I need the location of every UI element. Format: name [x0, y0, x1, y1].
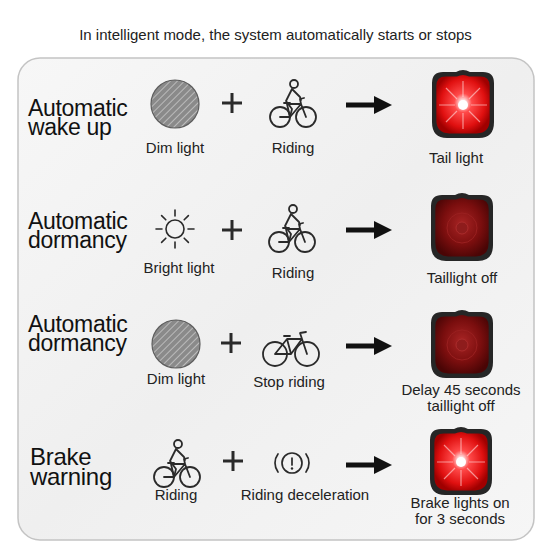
taillight-on [432, 70, 494, 138]
riding-icon [154, 440, 200, 487]
arrow [346, 456, 392, 474]
riding-icon [269, 205, 315, 252]
riding-icon [270, 80, 316, 127]
arrow [346, 96, 392, 114]
caption: Bright light [129, 259, 229, 276]
row-title: Automatic dormancy [28, 212, 140, 250]
plus-sign [222, 93, 242, 113]
dim-light-icon [152, 320, 200, 368]
caption: Riding [253, 139, 333, 156]
brake-warning-icon [275, 453, 309, 473]
caption: Riding deceleration [230, 486, 380, 503]
panel [18, 58, 534, 540]
arrow [346, 337, 392, 355]
caption: Stop riding [239, 373, 339, 390]
title: In intelligent mode, the system automati… [6, 26, 545, 44]
row-title: Automatic wake up [28, 99, 140, 137]
plus-sign [222, 220, 242, 240]
caption: Riding [253, 264, 333, 281]
caption: Dim light [131, 370, 221, 387]
arrow [346, 221, 392, 239]
plus-sign [223, 451, 243, 471]
taillight-off [431, 310, 493, 378]
taillight-on [430, 427, 492, 495]
caption: Dim light [130, 139, 220, 156]
dim-light-icon [151, 80, 199, 128]
caption: Delay 45 seconds taillight off [396, 382, 526, 414]
bright-light-icon [156, 210, 194, 248]
caption: Brake lights on for 3 seconds [403, 495, 517, 527]
plus-sign [221, 333, 241, 353]
row-title: Automatic dormancy [28, 315, 140, 353]
caption: Tail light [406, 149, 506, 166]
taillight-off [431, 193, 493, 261]
caption: Riding [136, 486, 216, 503]
bicycle-icon [263, 332, 319, 366]
caption: Taillight off [406, 269, 518, 286]
row-title: Brake warning [30, 447, 142, 487]
